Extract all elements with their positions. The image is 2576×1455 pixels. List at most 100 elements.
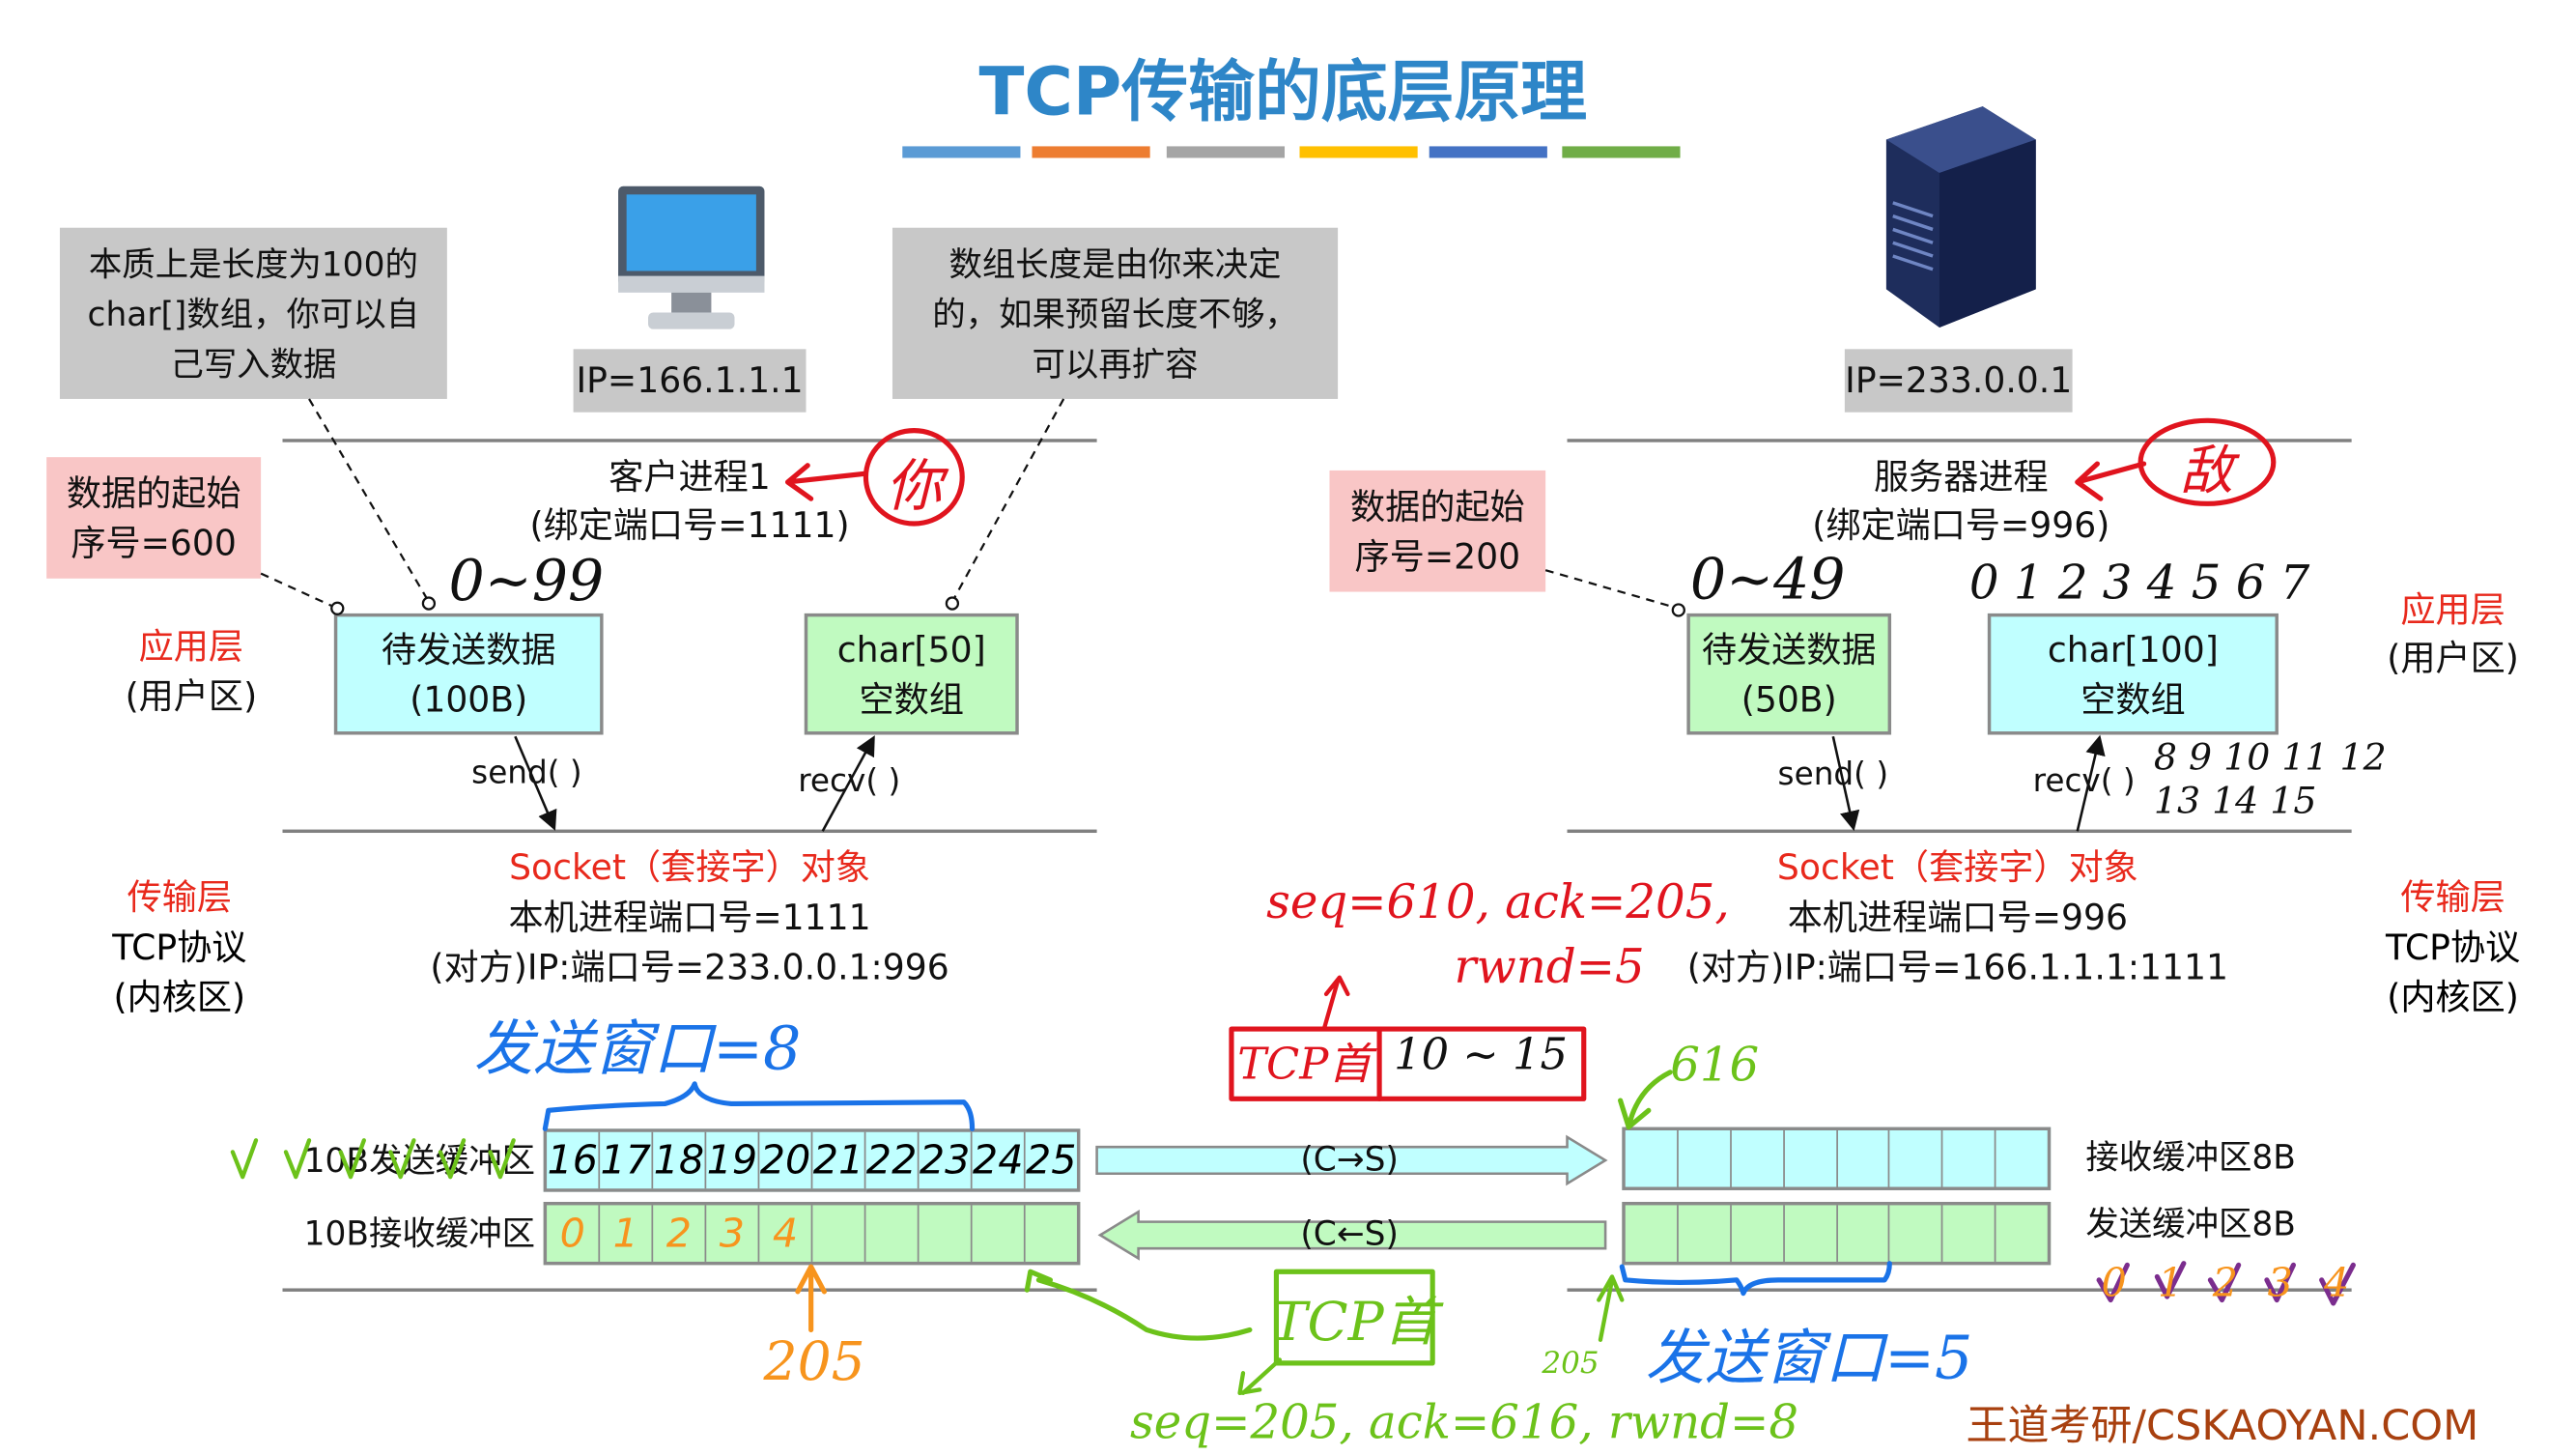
transport-line: 传输层: [2400, 877, 2505, 918]
buffer-cell: 4: [759, 1205, 813, 1262]
buffer-cell: [1679, 1130, 1732, 1187]
server-send-buffer: [1622, 1201, 2052, 1266]
green-packet-header: TCP首: [1271, 1290, 1437, 1354]
client-send-call: send( ): [471, 755, 582, 792]
title-bar-4: [1299, 146, 1418, 158]
client-process: 客户进程1: [609, 457, 771, 498]
server-socket-remote: (对方)IP:端口号=166.1.1.1:1111: [1686, 947, 2229, 988]
page-title: TCP传输的底层原理: [978, 54, 1588, 131]
client-range-handwriting: 0~99: [448, 548, 605, 615]
client-array-box: char[50] 空数组: [804, 613, 1019, 735]
client-transport-label: 传输层 TCP协议 (内核区): [112, 872, 246, 1022]
c-to-s-label: (C→S): [1300, 1138, 1399, 1179]
server-recv-call: recv( ): [2032, 762, 2136, 800]
box-line: 空数组: [2081, 678, 2186, 720]
client-tag-handwriting: 你: [886, 453, 943, 521]
buffer-cell: 17: [600, 1131, 654, 1189]
buffer-cell: 16: [547, 1131, 601, 1189]
buffer-cell: [1890, 1205, 1943, 1262]
red-segment-rwnd: rwnd=5: [1454, 939, 1645, 994]
computer-monitor-icon: [618, 185, 765, 329]
client-socket-title: Socket（套接字）对象: [509, 847, 870, 888]
title-bar-2: [1032, 146, 1150, 158]
start-seq-line: 序号=600: [71, 523, 237, 563]
red-segment-header: seq=610, ack=205,: [1266, 874, 1730, 929]
buffer-cell: 19: [706, 1131, 760, 1189]
orange-205-label: 205: [763, 1329, 865, 1393]
c-to-s-arrow: [1095, 1134, 1608, 1186]
box-line: 待发送数据: [381, 629, 556, 670]
buffer-cell: 23: [919, 1131, 973, 1189]
server-array-indices-bottom: 8 9 10 11 12 13 14 15: [2153, 737, 2387, 823]
s-to-c-label: (C←S): [1300, 1213, 1399, 1254]
buffer-cell: [1626, 1130, 1679, 1187]
client-socket-local: 本机进程端口号=1111: [508, 898, 871, 938]
title-bar-3: [1166, 146, 1286, 158]
buffer-cell: [1784, 1130, 1838, 1187]
note-line: char[]数组，你可以自: [87, 293, 420, 333]
buffer-cell: [1731, 1130, 1785, 1187]
divider: [1567, 829, 2352, 834]
buffer-cell: [1731, 1205, 1785, 1262]
buffer-cell: [1626, 1205, 1679, 1262]
server-process: 服务器进程: [1873, 457, 2049, 498]
client-socket-remote: (对方)IP:端口号=233.0.0.1:996: [430, 947, 949, 988]
start-seq-line: 数据的起始: [1349, 486, 1525, 527]
sent-byte: 0: [2101, 1260, 2127, 1307]
client-start-seq: 数据的起始 序号=600: [46, 457, 262, 579]
buffer-cell: 3: [706, 1205, 760, 1262]
server-app-layer: 应用层: [2400, 589, 2505, 631]
red-packet-header: TCP首: [1237, 1041, 1373, 1091]
client-send-data-box: 待发送数据 (100B): [333, 613, 604, 735]
note-line: 本质上是长度为100的: [88, 243, 418, 284]
buffer-cell: 24: [973, 1131, 1026, 1189]
client-user-area: (用户区): [125, 676, 258, 717]
buffer-cell: [1679, 1205, 1732, 1262]
box-line: char[100]: [2047, 629, 2219, 670]
red-packet-payload: 10 ~ 15: [1394, 1030, 1568, 1081]
divider: [1567, 439, 2352, 442]
buffer-cell: 21: [812, 1131, 866, 1189]
buffer-cell: [812, 1205, 866, 1262]
server-recv-buffer: [1622, 1127, 2052, 1190]
buffer-cell: 22: [865, 1131, 920, 1189]
note-line: 可以再扩容: [1032, 343, 1199, 384]
server-range-handwriting: 0~49: [1689, 547, 1846, 613]
footer-brand: 王道考研/CSKAOYAN.COM: [1966, 1401, 2479, 1450]
divider: [282, 1288, 1097, 1292]
sent-byte: 2: [2212, 1260, 2239, 1307]
client-recv-buffer: 0 1 2 3 4: [543, 1201, 1081, 1266]
box-line: 空数组: [859, 678, 964, 720]
buffer-cell: 18: [653, 1131, 707, 1189]
buffer-cell: [919, 1205, 973, 1262]
note-line: 己写入数据: [170, 343, 337, 384]
server-icon: [1885, 106, 2036, 328]
buffer-cell: 1: [600, 1205, 654, 1262]
buffer-cell: [1837, 1130, 1890, 1187]
box-line: 待发送数据: [1701, 629, 1877, 670]
start-seq-line: 数据的起始: [66, 472, 241, 513]
server-ip-label: IP=233.0.0.1: [1844, 349, 2073, 413]
server-array-indices-top: 0 1 2 3 4 5 6 7: [1968, 555, 2310, 611]
server-tag-handwriting: 敌: [2180, 439, 2234, 502]
buffer-cell: [1837, 1205, 1890, 1262]
transport-line: 传输层: [127, 877, 233, 918]
buffer-cell: [1890, 1130, 1943, 1187]
client-recv-buffer-label: 10B接收缓冲区: [303, 1213, 536, 1254]
buffer-cell: [1943, 1205, 1996, 1262]
buffer-cell: 25: [1025, 1136, 1077, 1184]
box-line: (50B): [1741, 678, 1837, 720]
note-line: 的，如果预留长度不够，: [932, 293, 1298, 333]
title-bar-1: [902, 146, 1021, 158]
box-line: (100B): [410, 678, 528, 720]
title-bar-6: [1562, 146, 1681, 158]
server-send-buffer-label: 发送缓冲区8B: [2085, 1203, 2296, 1244]
server-send-window-label: 发送窗口=5: [1645, 1325, 1973, 1393]
server-socket-local: 本机进程端口号=996: [1787, 898, 2128, 938]
buffer-cell: 0: [547, 1205, 601, 1262]
start-seq-line: 序号=200: [1354, 535, 1521, 577]
server-transport-label: 传输层 TCP协议 (内核区): [2386, 872, 2520, 1022]
divider: [282, 829, 1097, 834]
